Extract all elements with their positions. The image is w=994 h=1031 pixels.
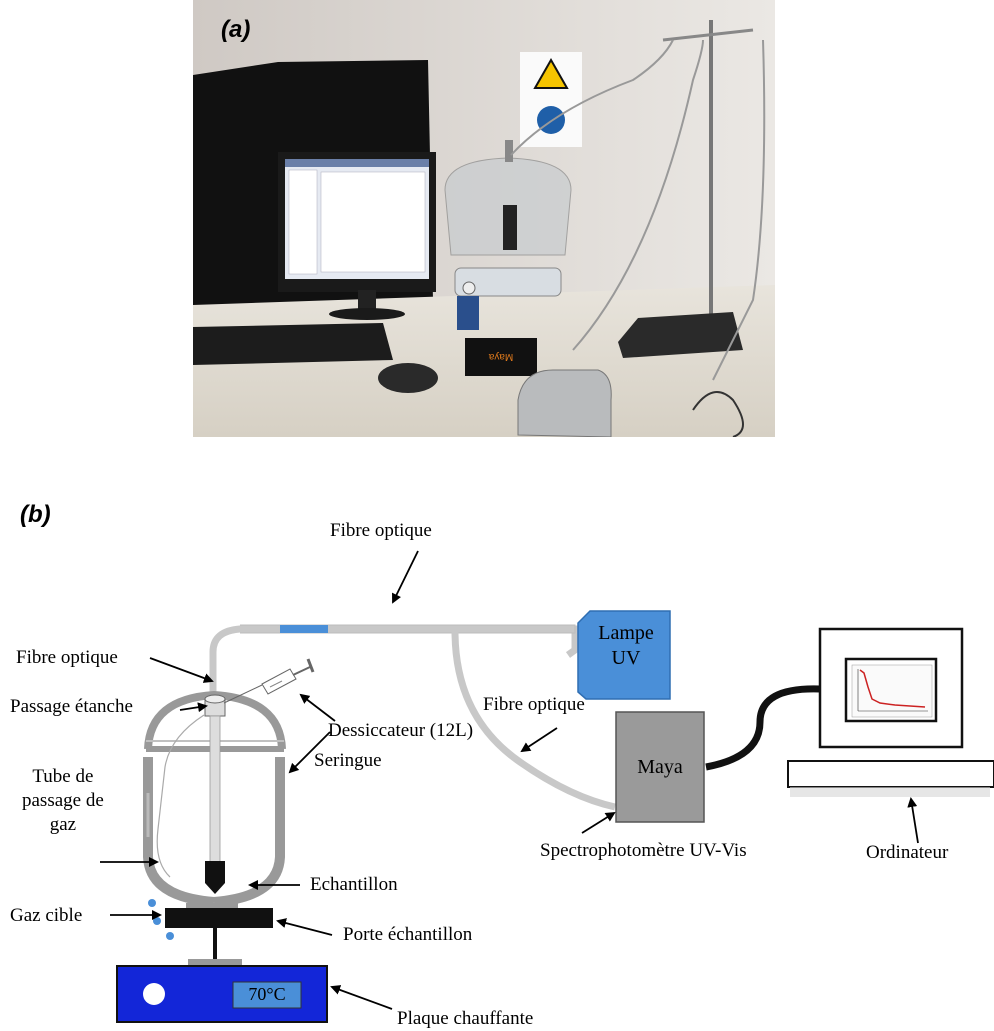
monitor: [278, 152, 436, 320]
label-temperature: 70°C: [248, 984, 286, 1004]
gas-bubble: [148, 899, 156, 907]
uv-lamp-photo: [517, 369, 612, 437]
temperature-display: [232, 981, 302, 1009]
label-passage-etanche: Passage étanche: [10, 696, 133, 717]
sample: [186, 903, 238, 908]
sample-holder: [165, 908, 273, 928]
syringe: [223, 658, 315, 704]
fiber-connector: [280, 625, 328, 633]
hot-plate-knob: [143, 983, 165, 1005]
label-fibre-optique-top: Fibre optique: [330, 520, 432, 541]
label-echantillon: Echantillon: [310, 874, 398, 895]
label-tube-passage-gaz: Tube de passage de gaz: [22, 766, 104, 835]
setup-schematic: (b): [0, 437, 994, 1031]
computer-cable: [705, 685, 821, 771]
gas-tube: [156, 714, 205, 878]
panel-a-label: (a): [221, 16, 251, 43]
desiccator-photo: [444, 140, 572, 330]
label-seringue: Seringue: [314, 750, 382, 771]
sample-holder-stand: [213, 928, 217, 960]
fiber-lamp: [209, 625, 579, 695]
keyboard: [193, 323, 393, 365]
label-ordinateur: Ordinateur: [866, 842, 949, 863]
maya-spectrometer-photo: Maya: [465, 338, 537, 376]
label-spectrophotometre: Spectrophotomètre UV-Vis: [540, 840, 747, 861]
gas-bubble: [166, 932, 174, 940]
gas-bubble: [153, 917, 161, 925]
maya-logo: Maya: [488, 351, 513, 362]
label-lampe-uv: Lampe UV: [598, 622, 654, 669]
maya-box: [615, 711, 705, 823]
lab-setup-photo: Maya (a): [193, 0, 775, 437]
label-dessiccateur: Dessiccateur (12L): [328, 720, 474, 741]
probe-tip: [205, 861, 225, 894]
retort-stand: [618, 20, 754, 358]
probe-shaft: [209, 715, 221, 863]
computer-keyboard: [787, 760, 994, 788]
label-plaque-chauffante: Plaque chauffante: [397, 1008, 534, 1029]
fiber-maya: [451, 630, 616, 811]
panel-b-label: (b): [20, 501, 51, 528]
spectrum-curve: [859, 669, 926, 708]
uv-lamp-box: [577, 610, 671, 700]
label-gaz-cible: Gaz cible: [10, 905, 83, 926]
mouse: [378, 363, 438, 393]
label-porte-echantillon: Porte échantillon: [343, 924, 473, 945]
label-maya: Maya: [637, 756, 683, 778]
label-fibre-optique-right: Fibre optique: [483, 694, 585, 715]
label-fibre-optique-left: Fibre optique: [16, 647, 118, 668]
